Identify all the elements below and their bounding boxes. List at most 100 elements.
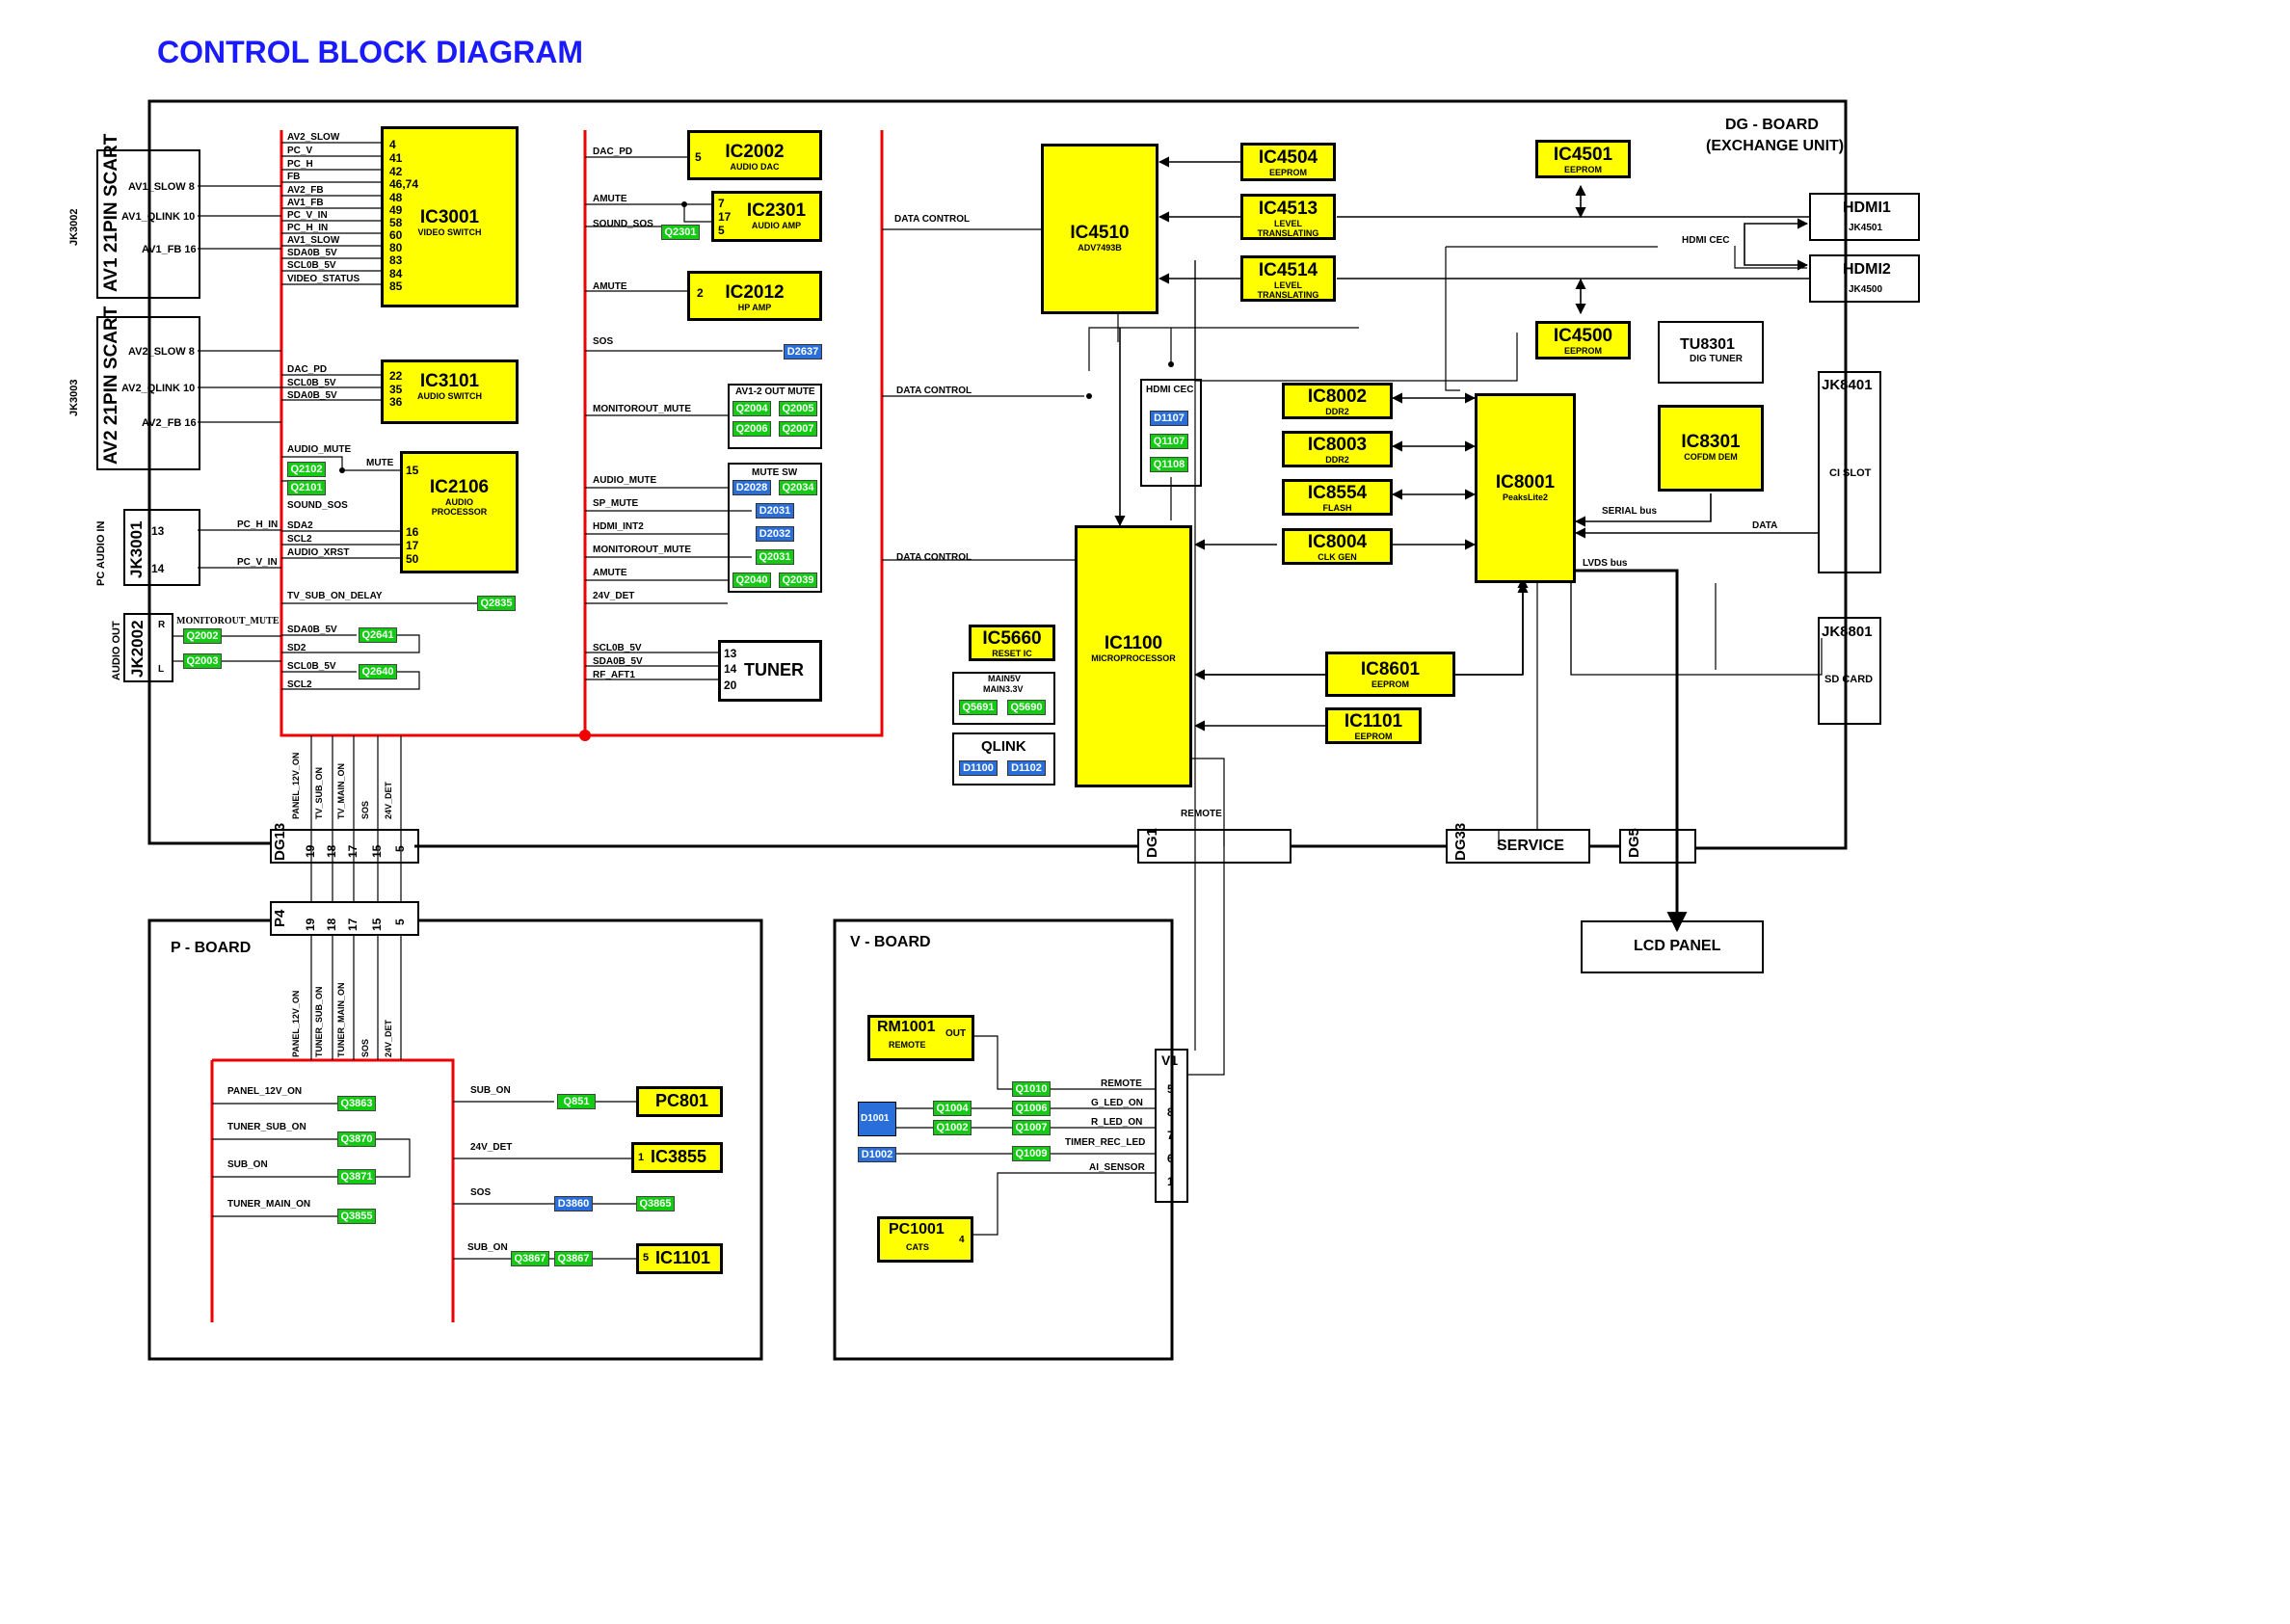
transistor-q2102: Q2102	[287, 462, 326, 477]
label-ics-ic3001-pins-0: 4	[389, 138, 396, 151]
vboard-sig-remote: REMOTE	[1101, 1078, 1142, 1089]
dg1-label: DG1	[1144, 828, 1160, 858]
label-ics-ic4504-sub: EEPROM	[1268, 167, 1307, 177]
label-ics-ic3001-pins-11: 85	[389, 280, 403, 293]
label-ics-ic8554-sub: FLASH	[1322, 502, 1352, 513]
transistor-q2640: Q2640	[359, 664, 397, 679]
ic3855-block	[631, 1142, 723, 1173]
label-pboard-left-3-q: Q3855	[337, 1209, 376, 1224]
dg33-service-connector	[1446, 829, 1590, 864]
label-ics-ic3001-signals-8: AV1_SLOW	[287, 235, 340, 246]
rm1001-label: RM1001	[877, 1019, 936, 1035]
hdmi1-ref: JK4501	[1849, 223, 1883, 233]
label-ics-ic4514-sub2: TRANSLATING	[1257, 290, 1319, 301]
ci-slot-label: CI SLOT	[1829, 467, 1872, 479]
sp-mute-label: SP_MUTE	[593, 498, 639, 509]
ic3855-pin: 1	[638, 1152, 645, 1163]
transistor-q2006: Q2006	[732, 421, 771, 437]
ic2106-pin-50: 50	[406, 552, 419, 566]
dg13-pin-19: 19	[304, 844, 317, 858]
dg1-connector	[1137, 829, 1291, 864]
pboard-sub-on-2: SUB_ON	[467, 1242, 508, 1253]
label-ics-ic3001-signals-3: FB	[287, 172, 301, 182]
transistor-q5691: Q5691	[959, 700, 998, 715]
pc1001-cats	[877, 1216, 973, 1263]
dg13-label: DG13	[272, 822, 288, 861]
data-control-label-1: DATA CONTROL	[894, 214, 971, 225]
signal-wires	[173, 142, 1823, 1260]
label-ics-ic8001-name: IC8001	[1495, 472, 1556, 493]
v1-pin-7: 7	[1167, 1129, 1174, 1142]
vboard-sig-r-led: R_LED_ON	[1091, 1117, 1143, 1128]
hdmi-int2-label: HDMI_INT2	[593, 521, 644, 532]
ic2012-pin: 2	[697, 286, 704, 300]
amute-label-2: AMUTE	[593, 281, 627, 292]
pboard-sos: SOS	[470, 1187, 492, 1198]
audio-mute-label-2: AUDIO_MUTE	[593, 475, 657, 486]
av2-scart-label: AV2 21PIN SCART	[101, 306, 121, 465]
hdmi-cec-label: HDMI CEC	[1682, 235, 1730, 246]
p4-sig-1: PANEL_12V_ON	[291, 990, 301, 1057]
lcd-panel	[1581, 920, 1764, 973]
audio-out-label: AUDIO OUT	[111, 621, 122, 680]
label-ics-ic4501-sub: EEPROM	[1563, 164, 1602, 174]
ic2106-mute-label: MUTE	[366, 458, 394, 468]
diode-d1107: D1107	[1150, 411, 1188, 426]
label-ics-ic2002-name: IC2002	[725, 142, 785, 162]
diode-d2031: D2031	[756, 503, 794, 519]
tuner-pin-13: 13	[724, 647, 737, 660]
jk3002-ref: JK3002	[68, 208, 80, 246]
transistor-q1002: Q1002	[933, 1120, 972, 1135]
bus-junction	[579, 730, 591, 741]
transistor-q1009: Q1009	[1012, 1146, 1051, 1161]
transistor-q2039: Q2039	[779, 572, 817, 588]
label-ics-ic8002-name: IC8002	[1307, 386, 1368, 407]
label-ics-ic2106-name: IC2106	[429, 477, 490, 497]
jk8401-label: JK8401	[1822, 377, 1873, 393]
label-ics-ic8004-sub: CLK GEN	[1318, 551, 1357, 562]
jk2002-label: JK2002	[128, 620, 146, 678]
tuner-sig-3: RF_AFT1	[593, 670, 635, 680]
hdmi-cec-group	[1140, 379, 1202, 487]
label-ics-ic2002-sub: AUDIO DAC	[730, 161, 780, 172]
transistor-q3867-b: Q3867	[554, 1251, 593, 1266]
dg13-pin-18: 18	[325, 844, 338, 858]
jk8801-sd-card	[1818, 617, 1881, 725]
label-pboard-left-1-q: Q3870	[337, 1131, 376, 1147]
label-ics-ic3001-pins-8: 80	[389, 241, 403, 254]
label-ics-ic4513-name: IC4513	[1258, 199, 1318, 219]
diode-d1102: D1102	[1007, 760, 1046, 776]
av2-pin-2: AV2_QLINK 10	[121, 383, 196, 394]
tv-sub-on-delay-label: TV_SUB_ON_DELAY	[287, 591, 383, 601]
tuner-pin-20: 20	[724, 679, 737, 692]
data-control-label-2: DATA CONTROL	[896, 386, 972, 396]
dac-pd-label: DAC_PD	[593, 146, 633, 157]
label-ics-ic8554-name: IC8554	[1307, 483, 1368, 503]
tuner-block	[718, 640, 822, 702]
jk3001-connector	[123, 509, 200, 586]
dg-board-label: DG - BOARD	[1725, 117, 1819, 133]
label-ics-ic8001-sub: PeaksLite2	[1502, 492, 1549, 502]
pc-audio-in-label: PC AUDIO IN	[95, 520, 107, 586]
label-ics-ic3001-signals-4: AV2_FB	[287, 185, 324, 196]
pc801-block	[636, 1086, 723, 1117]
main5v-title: MAIN5V	[988, 674, 1022, 683]
monitorout-mute-label: MONITOROUT_MUTE	[176, 616, 280, 626]
audio-xrst-label: AUDIO_XRST	[287, 547, 350, 558]
label-ics-ic3001-signals-0: AV2_SLOW	[287, 132, 340, 143]
transistor-q2005: Q2005	[779, 401, 817, 416]
p4-sig-2: TUNER_SUB_ON	[314, 986, 324, 1057]
p4-connector	[270, 901, 419, 936]
v1-pin-5: 5	[1167, 1082, 1174, 1096]
amute-label-1: AMUTE	[593, 194, 627, 204]
label-ics-ic3001-pins-2: 42	[389, 165, 403, 178]
label-ics-ic4500-sub: EEPROM	[1563, 345, 1602, 356]
label-ics-ic3001-signals-1: PC_V	[287, 146, 313, 156]
tuner-label: TUNER	[744, 660, 804, 679]
jk2002-connector	[123, 613, 173, 682]
